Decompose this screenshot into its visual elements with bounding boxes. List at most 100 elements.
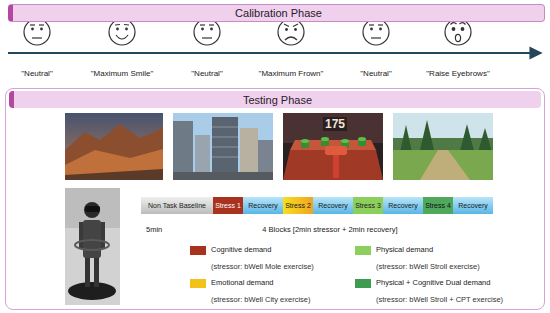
expression-label: "Maximum Frown" [259, 62, 324, 80]
vr-screenshot-part [420, 120, 434, 150]
face-icon-part [452, 27, 456, 31]
expression-label: "Neutral" [21, 62, 52, 80]
vr-screenshot-part [173, 172, 273, 180]
vr-screenshot-part [333, 152, 339, 178]
duration-label: 4 Blocks [2min stressor + 2min recovery] [262, 218, 397, 236]
face-icon-part [209, 24, 214, 25]
expression-label: "Maximum Frown" [259, 69, 324, 78]
face-icon-part [284, 24, 289, 27]
face-icon-part [379, 28, 382, 31]
segment-label: Recovery [388, 202, 418, 209]
expression-label: "Neutral" [360, 62, 391, 80]
vr-screenshot-part [460, 124, 474, 151]
vr-screenshot-part [283, 113, 383, 180]
legend-note: (stressor: bWell Stroll exercise) [376, 262, 480, 271]
face-icon-part [460, 23, 466, 25]
segment-label: Recovery [248, 202, 278, 209]
legend-text: Emotional demand [211, 278, 274, 287]
expression-label: "Raise Eyebrows" [426, 69, 489, 78]
vr-screenshot-part [212, 147, 238, 148]
participant-photo-part [101, 222, 105, 248]
legend-note: (stressor: bWell City exercise) [211, 295, 310, 304]
duration-label: 4 Blocks [2min stressor + 2min recovery] [262, 225, 397, 234]
expression-label: "Neutral" [360, 69, 391, 78]
vr-screenshot-part [283, 113, 383, 143]
face-icon-part [194, 19, 220, 45]
face-icon-part [116, 28, 119, 31]
participant-photo-part [85, 206, 100, 212]
timeline-segment: Stress 3 [353, 197, 383, 214]
face-icon-part [124, 24, 129, 26]
timeline-segment: Stress 2 [283, 197, 313, 214]
face-icon-part [455, 34, 460, 41]
face-icon-part [445, 19, 471, 45]
timeline-segment: Recovery [313, 197, 353, 214]
vr-screenshot-part [65, 124, 163, 180]
phase-title: Calibration Phase [235, 7, 322, 19]
timeline-segment: Recovery [243, 197, 283, 214]
vr-screenshot-part [212, 127, 238, 128]
face-icon-part [24, 19, 50, 45]
timeline-segment: Recovery [453, 197, 493, 214]
vr-screenshot-part [212, 137, 238, 138]
timeline-arrow-part [8, 52, 540, 54]
vr-screenshot-part [393, 150, 493, 180]
participant-photo-part [85, 255, 90, 287]
vr-screenshot-part [400, 125, 412, 152]
face-icon-part [370, 28, 373, 31]
face-icon-part [39, 24, 44, 25]
face-icon-part [125, 28, 128, 31]
face-icon-part [371, 37, 381, 38]
face-icon-part [278, 19, 304, 45]
legend-text: Cognitive demand [211, 245, 271, 254]
timeline-segment: Stress 4 [423, 197, 453, 214]
legend-note: (stressor: bWell City exercise) [211, 288, 310, 306]
vr-screenshot-part [173, 113, 273, 180]
expression-label: "Maximum Smile" [91, 62, 154, 80]
face-icon [363, 19, 389, 45]
vr-screenshot [65, 113, 163, 180]
face-icon-part [32, 37, 42, 38]
face-icon-part [285, 37, 297, 40]
vr-screenshot-part [173, 121, 193, 180]
score-display: 175 [323, 117, 347, 131]
phase-banner: Calibration Phase [8, 4, 545, 22]
face-icon-part [30, 24, 35, 25]
face-icon-part [202, 37, 212, 38]
vr-screenshot-part [321, 137, 329, 141]
vr-screenshot-part [65, 169, 163, 180]
timeline-arrow [8, 53, 540, 54]
legend-text: Physical demand [376, 245, 433, 254]
face-icon-part [363, 19, 389, 45]
face-icon [194, 19, 220, 45]
vr-screenshot [173, 113, 273, 180]
face-icon [278, 19, 304, 45]
timeline-segment: Recovery [383, 197, 423, 214]
score-display: 175 [323, 114, 347, 132]
vr-screenshot-part [478, 128, 492, 152]
vr-screenshot-part [212, 157, 238, 158]
participant-photo-part [75, 240, 109, 250]
phase-header: Testing Phase [9, 91, 541, 108]
vr-screenshot-part [65, 149, 163, 180]
face-icon-part [109, 19, 135, 45]
expression-label: "Raise Eyebrows" [426, 62, 489, 80]
segment-label: Stress 3 [355, 202, 381, 209]
participant-photo-part [79, 222, 83, 248]
phase-title: Testing Phase [243, 94, 312, 106]
duration-label: 5min [146, 225, 162, 234]
legend-note: (stressor: bWell Stroll exercise) [376, 255, 480, 273]
expression-label: "Maximum Smile" [91, 69, 154, 78]
duration-label: 5min [146, 218, 162, 236]
participant-photo [65, 188, 120, 305]
legend-text: Physical + Cognitive Dual demand [376, 278, 490, 287]
face-icon-part [461, 27, 465, 31]
face-icon-part [294, 28, 297, 31]
vr-screenshot-part [65, 113, 163, 180]
legend-swatch [355, 279, 371, 288]
participant-photo-part [94, 255, 99, 287]
timeline-segment: Stress 1 [213, 197, 243, 214]
phase-panel: Testing PhaseNon Task BaselineStress 1Re… [5, 88, 545, 310]
legend-swatch [190, 246, 206, 255]
